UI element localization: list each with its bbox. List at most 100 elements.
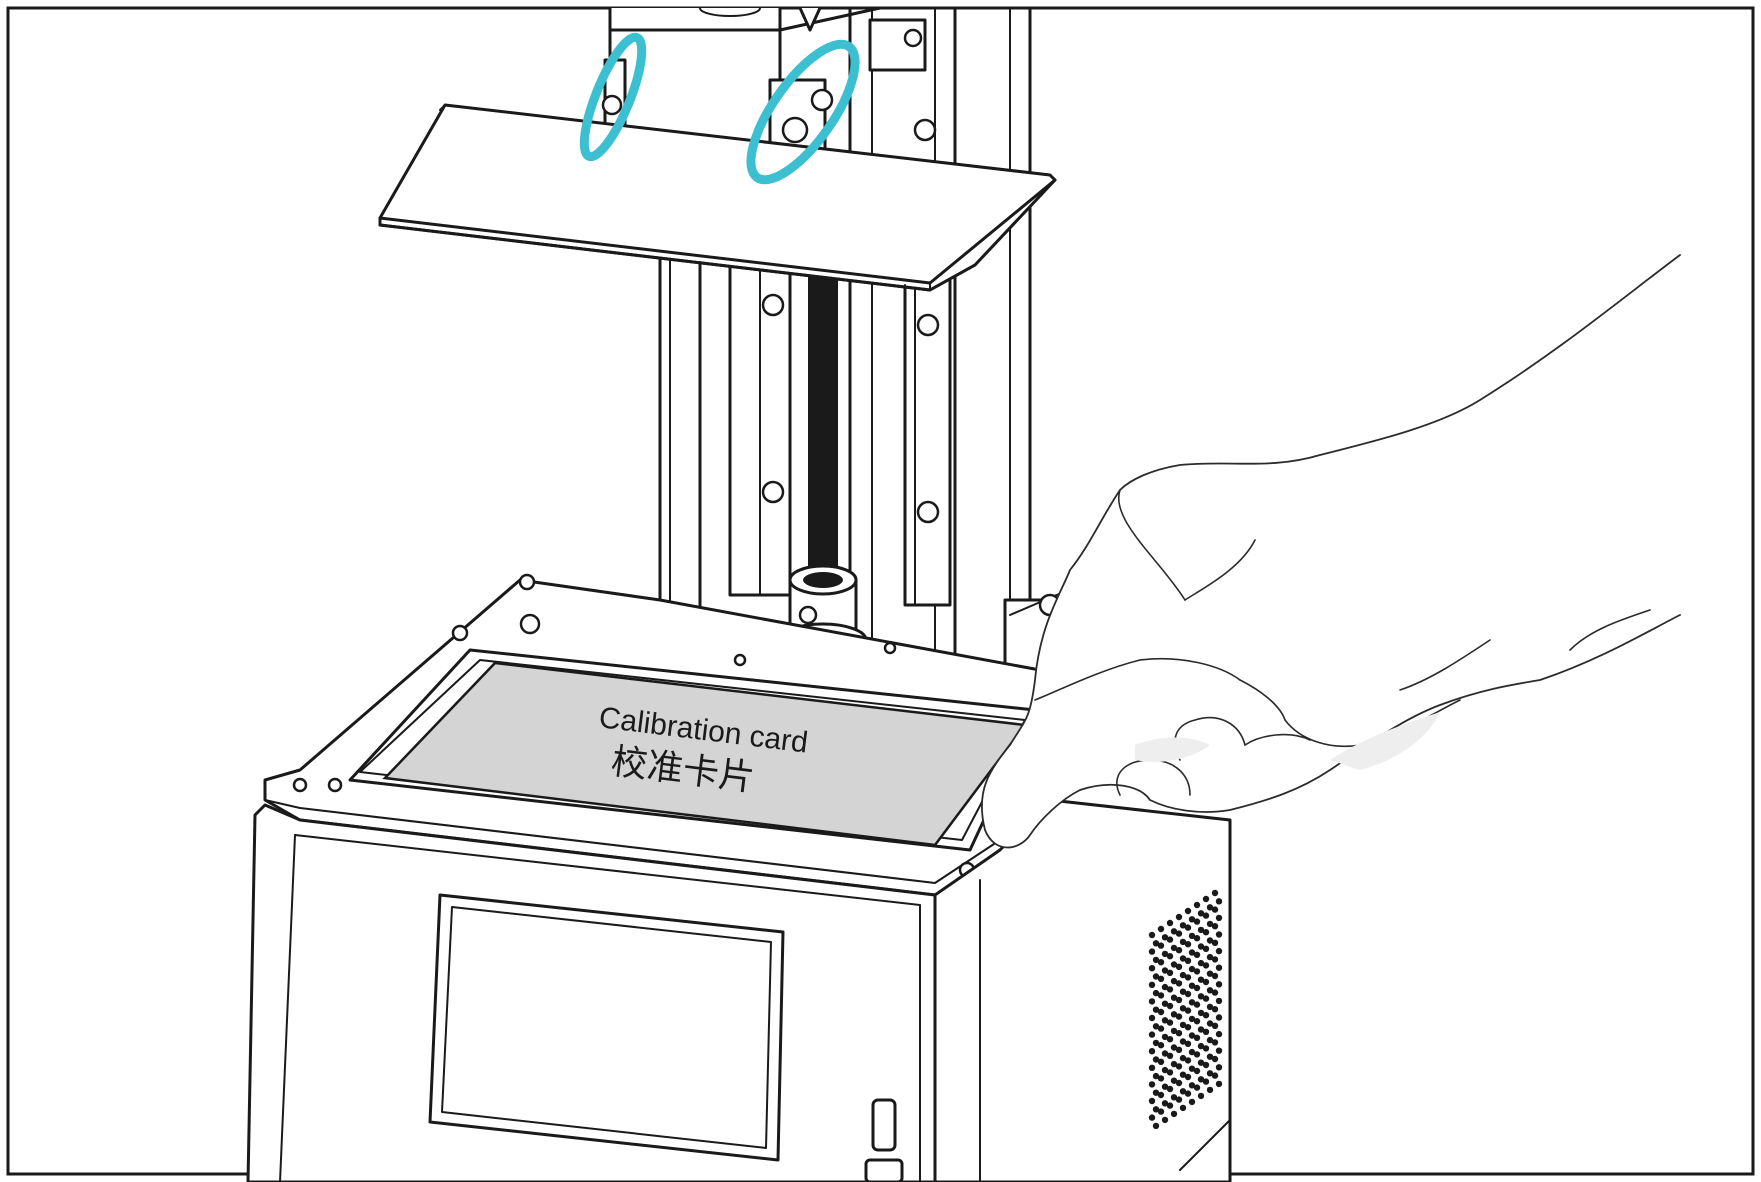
vent-hole — [1152, 1039, 1160, 1047]
vent-hole — [1157, 959, 1165, 966]
vent-hole — [1188, 1032, 1196, 1039]
vent-hole — [1202, 995, 1210, 1002]
vent-hole — [1170, 994, 1178, 1001]
vent-hole — [1161, 1000, 1169, 1007]
vent-hole — [1188, 1098, 1196, 1106]
printer-body — [246, 798, 1232, 1182]
vent-hole — [1179, 1054, 1187, 1062]
vent-hole — [1215, 997, 1223, 1005]
vent-hole — [1197, 910, 1205, 917]
vent-hole — [1211, 1072, 1219, 1079]
vent-hole — [1197, 1092, 1205, 1100]
vent-hole — [1161, 967, 1169, 974]
vent-hole — [1170, 1044, 1178, 1051]
vent-hole — [1161, 934, 1169, 941]
vent-hole — [1184, 907, 1192, 915]
vent-hole — [1211, 923, 1219, 930]
vent-hole — [1157, 1058, 1165, 1066]
vent-hole — [1202, 978, 1210, 986]
vent-hole — [1152, 989, 1160, 997]
vent-hole — [1211, 889, 1219, 897]
vent-hole — [1175, 1063, 1183, 1070]
vent-hole — [1193, 984, 1201, 992]
vent-hole — [1148, 981, 1156, 988]
build-plate — [378, 103, 1057, 296]
vent-hole — [1206, 1086, 1214, 1094]
vent-hole — [1193, 1018, 1201, 1025]
vent-hole — [1161, 950, 1169, 958]
vent-hole — [1215, 964, 1223, 971]
vent-hole — [1148, 1014, 1156, 1022]
vent-hole — [1184, 1057, 1192, 1064]
vent-hole — [1193, 918, 1201, 925]
vent-hole — [1211, 939, 1219, 946]
vent-hole — [1157, 942, 1165, 949]
vent-hole — [1202, 929, 1210, 936]
vent-hole — [1170, 1094, 1178, 1101]
vent-hole — [1179, 1005, 1187, 1012]
vent-hole — [1148, 998, 1156, 1005]
vent-hole — [1179, 1038, 1187, 1045]
vent-hole — [1161, 1083, 1169, 1090]
vent-hole — [1152, 1056, 1160, 1063]
vent-hole — [1215, 1014, 1223, 1021]
vent-hole — [1161, 1066, 1169, 1074]
vent-hole — [1161, 983, 1169, 991]
vent-hole — [1175, 1096, 1183, 1103]
vent-hole — [1166, 1085, 1174, 1093]
calibration-card — [382, 661, 1028, 847]
vent-hole — [1152, 1122, 1160, 1130]
vent-hole — [1170, 977, 1178, 985]
vent-hole — [1202, 912, 1210, 919]
vent-hole — [1202, 1045, 1210, 1052]
vent-hole — [1175, 930, 1183, 937]
vent-hole — [1152, 1106, 1160, 1113]
vent-hole — [1161, 1050, 1169, 1057]
vent-hole — [1179, 971, 1187, 979]
vent-hole — [1206, 1003, 1214, 1011]
vent-hole — [1206, 1053, 1214, 1060]
vent-hole — [1197, 1042, 1205, 1050]
vent-hole — [1193, 1051, 1201, 1058]
vent-hole — [1184, 1040, 1192, 1048]
vent-hole — [1202, 1012, 1210, 1019]
vent-hole — [1197, 943, 1205, 950]
side-vent — [1148, 889, 1223, 1130]
vent-hole — [1170, 1011, 1178, 1018]
vent-hole — [1152, 940, 1160, 947]
vent-hole — [1175, 996, 1183, 1004]
vent-hole — [1170, 1060, 1178, 1068]
vent-hole — [1206, 987, 1214, 994]
vent-hole — [1188, 916, 1196, 923]
vent-hole — [1211, 972, 1219, 980]
vent-hole — [1184, 1023, 1192, 1031]
vent-hole — [1188, 932, 1196, 940]
vent-hole — [1157, 925, 1165, 933]
linear-rail — [658, 18, 952, 647]
vent-hole — [1184, 924, 1192, 931]
vent-hole — [1152, 973, 1160, 980]
vent-hole — [1170, 961, 1178, 968]
vent-hole — [1157, 1042, 1165, 1049]
vent-hole — [1157, 1075, 1165, 1082]
vent-hole — [1206, 1020, 1214, 1027]
vent-hole — [1184, 1073, 1192, 1081]
vent-hole — [1188, 1065, 1196, 1072]
vent-hole — [1197, 1026, 1205, 1033]
vent-hole — [1193, 968, 1201, 975]
vent-hole — [1206, 1036, 1214, 1044]
vent-hole — [1193, 935, 1201, 942]
vent-hole — [1170, 1027, 1178, 1035]
vent-hole — [1166, 1052, 1174, 1060]
vent-hole — [1179, 955, 1187, 962]
hand-icon — [980, 254, 1681, 849]
vent-hole — [1211, 906, 1219, 913]
vent-hole — [1161, 1116, 1169, 1124]
vent-hole — [1161, 1017, 1169, 1024]
vent-hole — [1157, 1008, 1165, 1016]
vent-hole — [1197, 926, 1205, 934]
vent-hole — [1148, 1114, 1156, 1121]
vent-hole — [1202, 895, 1210, 903]
vent-hole — [1206, 904, 1214, 911]
vent-hole — [1175, 1030, 1183, 1037]
